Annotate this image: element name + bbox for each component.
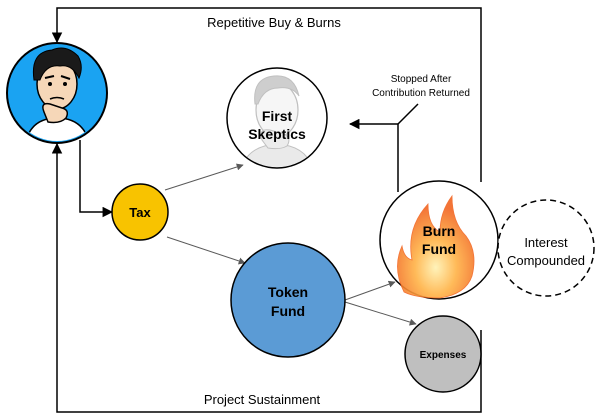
first-skeptics-label-line1: First bbox=[262, 108, 293, 124]
first-skeptics-node: First Skeptics bbox=[226, 67, 328, 169]
burn-to-skeptics-line bbox=[348, 118, 399, 192]
thinking-man-icon bbox=[24, 47, 91, 141]
top-loop-label: Repetitive Buy & Burns bbox=[207, 15, 341, 30]
investor-to-tax-line bbox=[79, 140, 114, 218]
stopped-callout-line bbox=[397, 103, 419, 125]
token-fund-label-line1: Token bbox=[268, 284, 308, 300]
interest-compounded-node: Interest Compounded bbox=[497, 199, 595, 297]
expenses-node: Expenses bbox=[404, 315, 482, 393]
flame-icon bbox=[397, 194, 475, 299]
top-loop-line bbox=[51, 7, 482, 182]
thinking-man-sketch-icon bbox=[239, 75, 315, 167]
burn-fund-label-line1: Burn bbox=[423, 223, 456, 239]
burn-fund-node: Burn Fund bbox=[379, 180, 499, 300]
token-fund-label-line2: Fund bbox=[271, 303, 305, 319]
stopped-label-line2: Contribution Returned bbox=[372, 88, 470, 99]
interest-label-line2: Compounded bbox=[507, 253, 585, 268]
tax-node: Tax bbox=[111, 183, 169, 241]
expenses-label: Expenses bbox=[420, 350, 467, 361]
tax-to-skeptics-arrow bbox=[164, 163, 244, 191]
first-skeptics-label-line2: Skeptics bbox=[248, 126, 306, 142]
token-fund-node: Token Fund bbox=[230, 242, 346, 358]
token-to-burn-arrow bbox=[344, 280, 396, 301]
investor-node bbox=[6, 42, 108, 144]
token-to-expenses-arrow bbox=[344, 301, 417, 326]
stopped-label-line1: Stopped After bbox=[391, 74, 452, 85]
tax-label: Tax bbox=[129, 205, 151, 220]
bottom-loop-label: Project Sustainment bbox=[204, 392, 321, 407]
interest-label-line1: Interest bbox=[524, 235, 568, 250]
tax-to-token-arrow bbox=[166, 236, 246, 265]
bottom-loop-line bbox=[51, 142, 482, 413]
burn-fund-label-line2: Fund bbox=[422, 241, 456, 257]
